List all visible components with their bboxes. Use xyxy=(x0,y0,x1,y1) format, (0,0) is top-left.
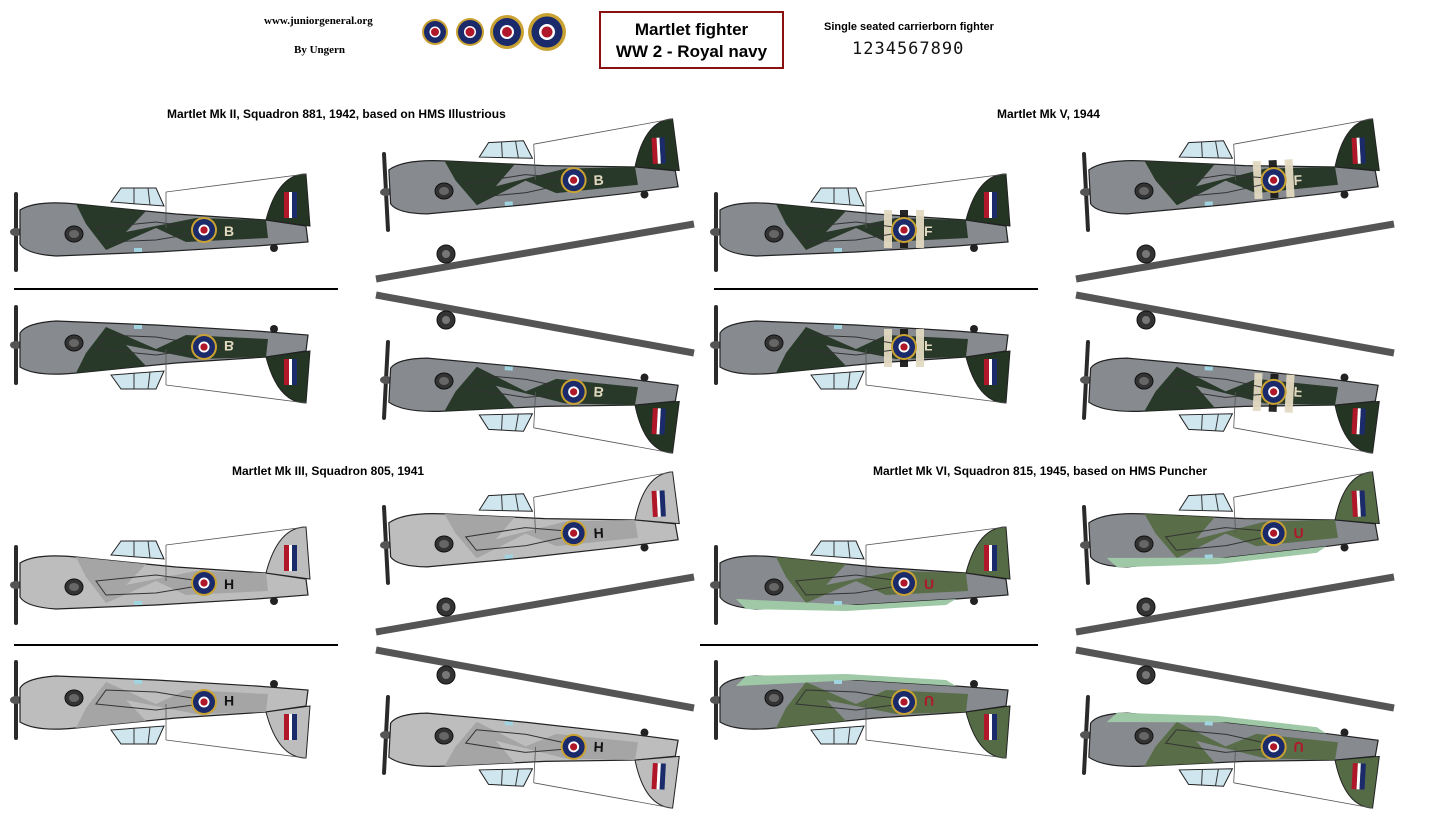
squadron-code: H xyxy=(593,525,604,542)
deck-line xyxy=(1075,646,1395,712)
squadron-code: B xyxy=(224,223,234,239)
deck-line xyxy=(375,646,695,712)
squadron-code: B xyxy=(593,384,604,401)
deck-line xyxy=(1075,220,1395,283)
deck-line xyxy=(375,573,695,636)
digit-strip: 1234567890 xyxy=(852,39,965,59)
squadron-code: F xyxy=(1293,172,1303,188)
aircraft-description: Single seated carrierborn fighter xyxy=(824,21,994,33)
aircraft-mk6-taking-off: U xyxy=(1080,471,1380,585)
aircraft-mk5-side-top: F xyxy=(710,173,1011,272)
aircraft-mk3-landing: H xyxy=(380,695,680,809)
caption-mk6: Martlet Mk VI, Squadron 815, 1945, based… xyxy=(873,464,1208,478)
aircraft-mk6-side-top: U xyxy=(710,526,1011,625)
deck-line xyxy=(375,220,695,283)
squadron-code: H xyxy=(224,693,234,709)
fuselage-roundel xyxy=(191,334,217,360)
fuselage-roundel xyxy=(191,570,217,596)
aircraft-mk2-side-bottom: B xyxy=(10,305,311,404)
deck-line xyxy=(375,291,695,357)
squadron-code: H xyxy=(593,739,604,756)
fuselage-roundel xyxy=(891,689,917,715)
squadron-code: U xyxy=(924,693,934,709)
aircraft-mk3-side-top: H xyxy=(10,526,311,625)
squadron-code: F xyxy=(924,338,933,354)
aircraft-group: B B B B F F F F H H H H U U U U xyxy=(10,118,1395,809)
roundel-large xyxy=(490,15,524,49)
caption-mk5: Martlet Mk V, 1944 xyxy=(997,107,1100,121)
caption-mk2: Martlet Mk II, Squadron 881, 1942, based… xyxy=(167,107,506,121)
website-credit: www.juniorgeneral.org xyxy=(264,15,373,27)
squadron-code: U xyxy=(1293,525,1304,542)
fuselage-roundel xyxy=(560,733,587,760)
fuselage-roundel xyxy=(560,167,587,194)
fuselage-roundel xyxy=(191,689,217,715)
title-line-1: Martlet fighter xyxy=(634,20,749,39)
aircraft-mk2-landing: B xyxy=(380,340,680,454)
roundel-xlarge xyxy=(528,13,566,51)
roundel-small xyxy=(422,19,448,45)
aircraft-mk5-landing: F xyxy=(1080,340,1380,454)
deck-line xyxy=(1075,291,1395,357)
aircraft-mk3-taking-off: H xyxy=(380,471,680,585)
squadron-code: B xyxy=(224,338,234,354)
aircraft-mk6-side-bottom: U xyxy=(710,660,1011,759)
squadron-code: U xyxy=(924,576,934,592)
caption-mk3: Martlet Mk III, Squadron 805, 1941 xyxy=(232,464,425,478)
fuselage-roundel xyxy=(560,378,587,405)
squadron-code: F xyxy=(1293,384,1303,400)
aircraft-mk3-side-bottom: H xyxy=(10,660,311,759)
author-credit: By Ungern xyxy=(294,44,346,56)
squadron-code: U xyxy=(1293,739,1304,756)
aircraft-mk6-landing: U xyxy=(1080,695,1380,809)
roundel-legend xyxy=(422,13,566,51)
title-line-2: WW 2 - Royal navy xyxy=(615,42,768,61)
squadron-code: F xyxy=(924,223,933,239)
fuselage-roundel xyxy=(1260,167,1287,194)
fuselage-roundel xyxy=(891,334,917,360)
aircraft-mk5-side-bottom: F xyxy=(710,305,1011,404)
separators xyxy=(14,288,1038,646)
squadron-code: B xyxy=(593,172,604,189)
fuselage-roundel xyxy=(1260,520,1287,547)
fuselage-roundel xyxy=(891,570,917,596)
aircraft-mk2-side-top: B xyxy=(10,173,311,272)
fuselage-roundel xyxy=(560,520,587,547)
fuselage-roundel xyxy=(1260,378,1287,405)
fuselage-roundel xyxy=(891,217,917,243)
roundel-medium xyxy=(456,18,484,46)
aircraft-mk2-taking-off: B xyxy=(380,118,680,232)
fuselage-roundel xyxy=(191,217,217,243)
deck-line xyxy=(1075,573,1395,636)
title-box: Martlet fighter WW 2 - Royal navy xyxy=(599,11,784,69)
squadron-code: H xyxy=(224,576,234,592)
aircraft-mk5-taking-off: F xyxy=(1080,118,1380,232)
fuselage-roundel xyxy=(1260,733,1287,760)
